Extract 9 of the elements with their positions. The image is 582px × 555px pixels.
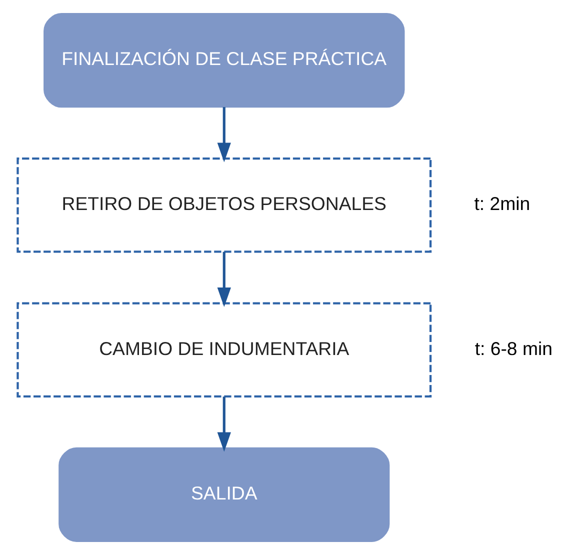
node-box: FINALIZACIÓN DE CLASE PRÁCTICA: [43, 13, 404, 108]
node-box: CAMBIO DE INDUMENTARIA: [16, 302, 432, 398]
arrow: [216, 252, 230, 307]
node-label: t: 6-8 min: [474, 338, 552, 359]
arrow: [216, 107, 230, 162]
node-label: t: 2min: [474, 192, 530, 214]
arrow: [216, 396, 230, 452]
node-box: RETIRO DE OBJETOS PERSONALES: [16, 157, 432, 253]
node-box: SALIDA: [58, 447, 390, 542]
